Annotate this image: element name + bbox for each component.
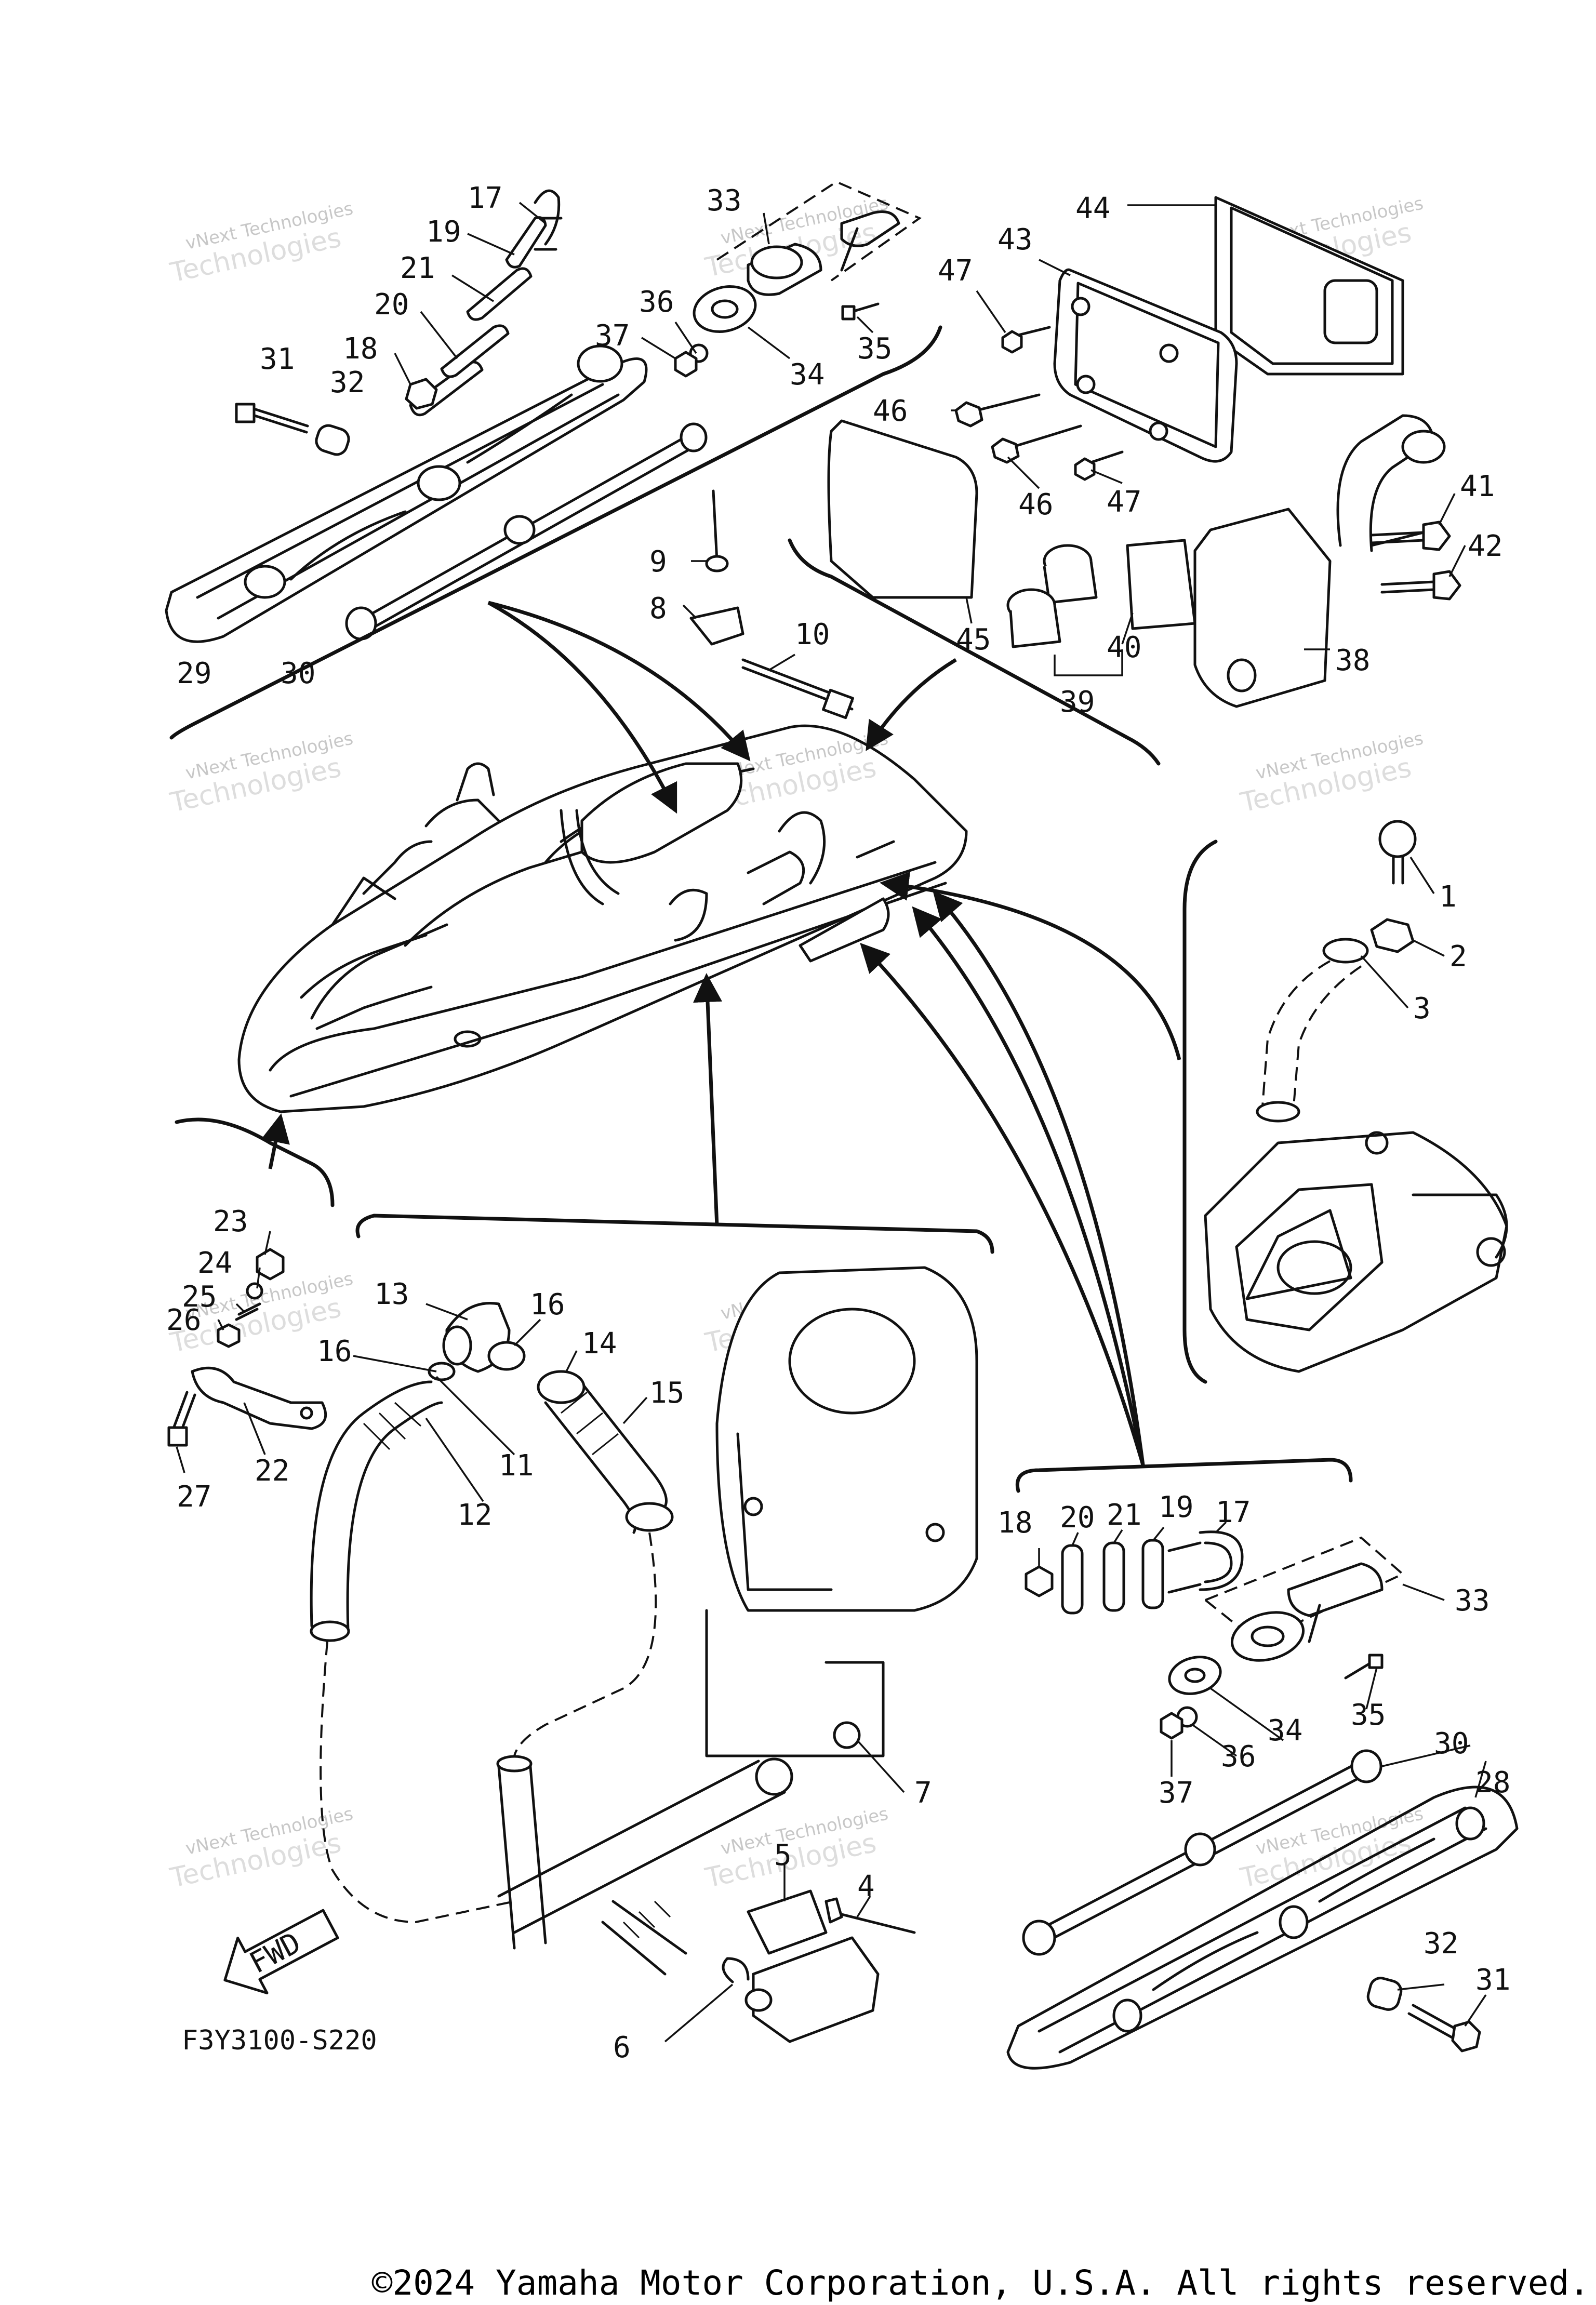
upper-left-bracket: [169, 325, 942, 740]
upper-left-handle-assembly: [165, 180, 922, 643]
callout: 40: [1107, 631, 1141, 664]
callout: 16: [530, 1288, 565, 1322]
callout: 34: [790, 358, 824, 392]
lower-right-handle-assembly: [1006, 1530, 1519, 2070]
callout: 19: [1159, 1490, 1193, 1524]
callout: 11: [499, 1449, 534, 1483]
right-bracket: [1182, 840, 1218, 1384]
watercraft: [237, 724, 968, 1113]
callout: 2: [1449, 940, 1467, 974]
callout: 28: [1475, 1766, 1510, 1800]
callout: 35: [1351, 1698, 1386, 1732]
callout: 39: [1060, 685, 1095, 719]
callout: 8: [649, 592, 667, 625]
callout: 20: [1060, 1501, 1095, 1535]
callout: 30: [1434, 1727, 1469, 1761]
clip-pin-tie: [689, 489, 854, 720]
callout: 32: [330, 366, 365, 399]
callout: 38: [1335, 644, 1370, 677]
callout: 17: [468, 181, 502, 215]
callout: 21: [400, 251, 435, 285]
callout: 25: [182, 1280, 217, 1314]
callout: 14: [582, 1327, 617, 1361]
callout: 27: [177, 1480, 211, 1514]
callout: 12: [457, 1498, 492, 1532]
callout: 43: [998, 223, 1032, 257]
callout: 5: [774, 1838, 792, 1872]
upper-right-bracket: [788, 538, 1161, 766]
callout: 37: [1159, 1776, 1193, 1810]
callout: 44: [1075, 192, 1110, 225]
callout: 36: [639, 285, 674, 319]
callout: 20: [374, 288, 409, 322]
lower-left-bracket: [175, 1117, 335, 1207]
callout: 33: [707, 184, 741, 218]
callout: 1: [1439, 880, 1457, 914]
callout: 29: [177, 657, 211, 690]
callout: 30: [281, 657, 315, 690]
callout: 18: [343, 332, 378, 366]
callout: 19: [426, 215, 461, 249]
callout: 47: [1107, 485, 1141, 519]
callout: 24: [197, 1246, 232, 1280]
lower-right-bracket: [1016, 1458, 1353, 1493]
pointer-arrows: [261, 601, 1181, 1465]
callout: 26: [166, 1303, 201, 1337]
callout: 46: [873, 394, 908, 428]
callout: 31: [1475, 1963, 1510, 1997]
callout: 3: [1413, 992, 1431, 1025]
callout: 36: [1221, 1740, 1256, 1774]
upper-right-box-assembly: [827, 196, 1461, 708]
diagram-code: F3Y3100-S220: [182, 2025, 377, 2056]
callout: 4: [857, 1870, 875, 1903]
callout: 34: [1268, 1714, 1302, 1748]
callout: 15: [649, 1376, 684, 1410]
callout: 32: [1424, 1927, 1458, 1961]
callout: 7: [914, 1776, 932, 1810]
callout: 6: [613, 2031, 631, 2064]
callout: 31: [260, 342, 295, 376]
callout: 16: [317, 1335, 352, 1368]
callout: 13: [374, 1277, 409, 1311]
callout-labels: 1 2 3 4 5 6 7 8 9 10 11 12 13 14 15 16 1…: [166, 181, 1510, 2064]
jet-pump-assembly: [1204, 820, 1508, 1373]
copyright-notice: ©2024 Yamaha Motor Corporation, U.S.A. A…: [371, 2263, 1590, 2303]
callout: 9: [649, 545, 667, 579]
callout: 17: [1216, 1496, 1251, 1529]
callout: 18: [998, 1506, 1032, 1540]
callout: 41: [1460, 470, 1495, 503]
callout: 47: [938, 254, 973, 288]
callout: 22: [255, 1454, 289, 1488]
callout: 21: [1107, 1498, 1141, 1532]
callout: 45: [956, 623, 991, 657]
leader-lines: [176, 202, 1487, 2043]
callout: 37: [595, 319, 630, 353]
callout: 33: [1455, 1584, 1489, 1618]
callout: 46: [1018, 488, 1053, 522]
clamp-assembly: [167, 1248, 327, 1447]
callout: 42: [1468, 529, 1502, 563]
callout: 23: [213, 1205, 248, 1238]
fwd-arrow: FWD: [223, 1909, 339, 1994]
callout: 35: [857, 332, 892, 366]
lower-center-bracket: [355, 1214, 994, 1254]
hose-assembly: [310, 1266, 978, 2043]
callout: 10: [795, 618, 830, 651]
